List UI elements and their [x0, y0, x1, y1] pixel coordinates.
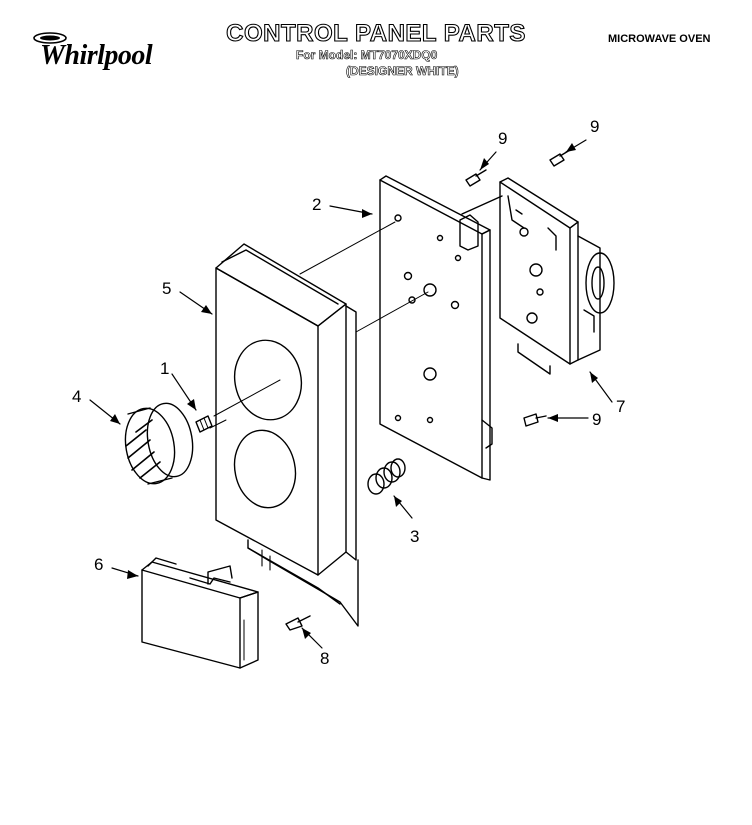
timer-assembly	[461, 177, 615, 375]
screw-9a	[465, 169, 487, 187]
callout-5: 5	[162, 279, 171, 298]
callout-6: 6	[94, 555, 103, 574]
callout-2: 2	[312, 195, 321, 214]
whirlpool-logo	[33, 32, 67, 44]
spring-clip	[195, 415, 213, 433]
control-panel-housing	[215, 243, 359, 627]
callout-7: 7	[616, 397, 625, 416]
callout-8: 8	[320, 649, 329, 668]
touch-pad	[141, 557, 259, 669]
callout-1: 1	[160, 359, 169, 378]
spring	[367, 458, 406, 495]
screw-9b	[549, 149, 571, 167]
brand-wordmark: Whirlpool	[40, 40, 153, 71]
callout-3: 3	[410, 527, 419, 546]
control-knob	[124, 402, 194, 485]
callout-4: 4	[72, 387, 81, 406]
screw-8	[285, 615, 311, 631]
product-label: MICROWAVE OVEN	[608, 33, 711, 45]
screw-9c	[523, 413, 547, 427]
mounting-bracket	[379, 175, 493, 481]
model-line: For Model: MT7070XDQ0	[296, 48, 438, 63]
callout-9-top-right: 9	[590, 117, 599, 136]
callout-9-right: 9	[592, 410, 601, 429]
callout-9-top-left: 9	[498, 129, 507, 148]
variant-label: (DESIGNER WHITE)	[346, 64, 459, 79]
page-title: CONTROL PANEL PARTS	[226, 19, 526, 47]
